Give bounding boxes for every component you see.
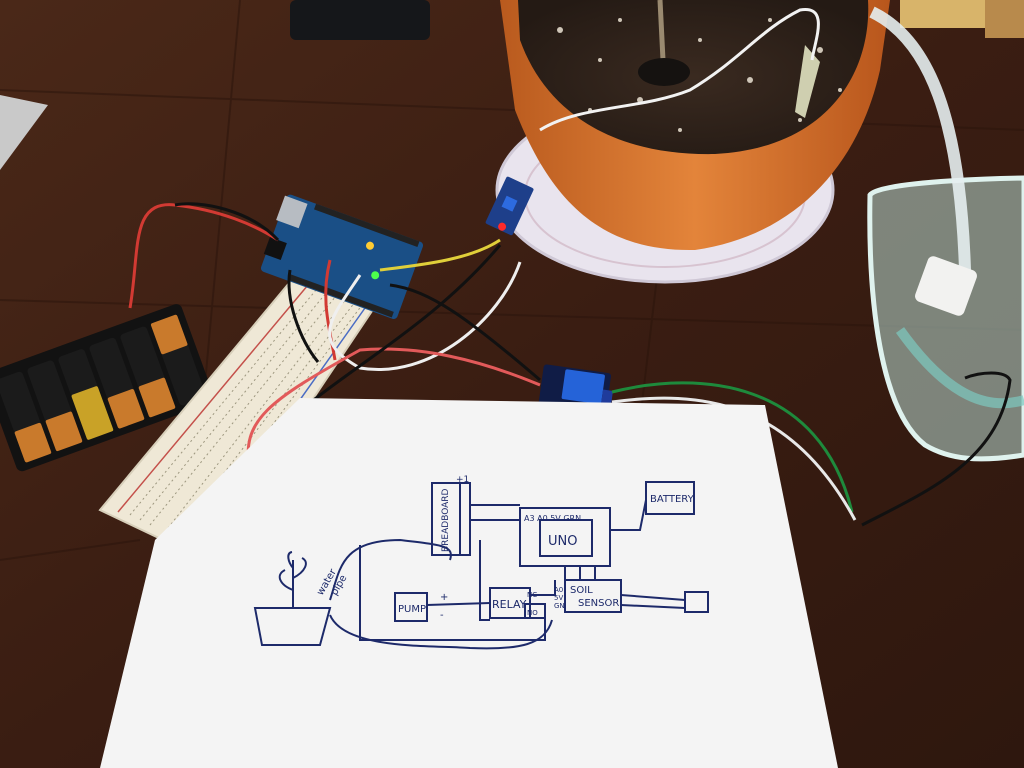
sketch-probe-wire [620,594,686,609]
sketch-wire-6 [479,540,490,621]
sketch-label-sensor-pin-5v: 5V [554,594,563,602]
battery-cells [0,314,206,463]
sketch-wire-5 [610,499,647,531]
schematic-labels: BATTERY UNO A3 A0 5V GRN BREADBOARD +1 R… [315,475,695,621]
sketch-label-pump-plus: + [440,592,448,603]
sketch-label-relay-no: NO [527,609,538,617]
pot-soil [518,0,869,155]
soil-sensor-module [485,176,534,236]
toy-top-right [900,0,990,28]
paper-sheet [100,398,838,768]
sketch-plant [278,551,307,608]
sketch-label-breadboard: BREADBOARD [441,488,451,552]
sketch-label-uno: UNO [548,534,577,549]
toy-top-right-2 [985,0,1024,38]
pump-in-water [915,256,977,316]
sketch-label-soil: SOIL [570,585,593,596]
sketch-relay-no [524,603,546,619]
sketch-pot [253,607,332,646]
sketch-wire-2 [359,545,546,641]
sketch-label-uno-pins: A3 A0 5V GRN [524,514,581,523]
water-tube [869,6,971,271]
sketch-wire-8 [530,580,556,596]
sketch-label-relay: RELAY [492,598,527,611]
sketch-wire-7 [564,566,596,580]
sketch-label-pump: PUMP [398,604,426,615]
sketch-probe [684,591,709,613]
soil-clump [638,58,690,86]
battery-pack [0,304,215,472]
sketch-uno-box [539,519,593,557]
arduino-uno-board [260,194,424,319]
sketch-pipe-loop [329,538,452,601]
sketch-label-battery: BATTERY [650,494,695,505]
sketch-pump-box [394,592,428,622]
breadboard-rail-red [117,284,309,513]
sensor-probe [795,45,820,118]
plant-stem [657,0,666,61]
sketch-label-relay-nc: NC [527,591,537,599]
sketch-label-pump-minus: - [440,610,444,621]
sketch-label-breadboard-plus: +1 [456,475,469,485]
sketch-pipe-loop-2 [329,614,553,650]
laptop-corner [0,95,48,170]
black-box [290,0,430,40]
water-surface [895,327,1024,409]
sketch-label-sensor-pin-gn: GN [554,602,565,610]
hand-drawn-schematic [253,481,709,650]
sketch-label-sensor: SENSOR [578,598,619,609]
sketch-label-sensor-pin-a0: A0 [554,586,563,594]
sketch-battery-box [645,481,695,515]
